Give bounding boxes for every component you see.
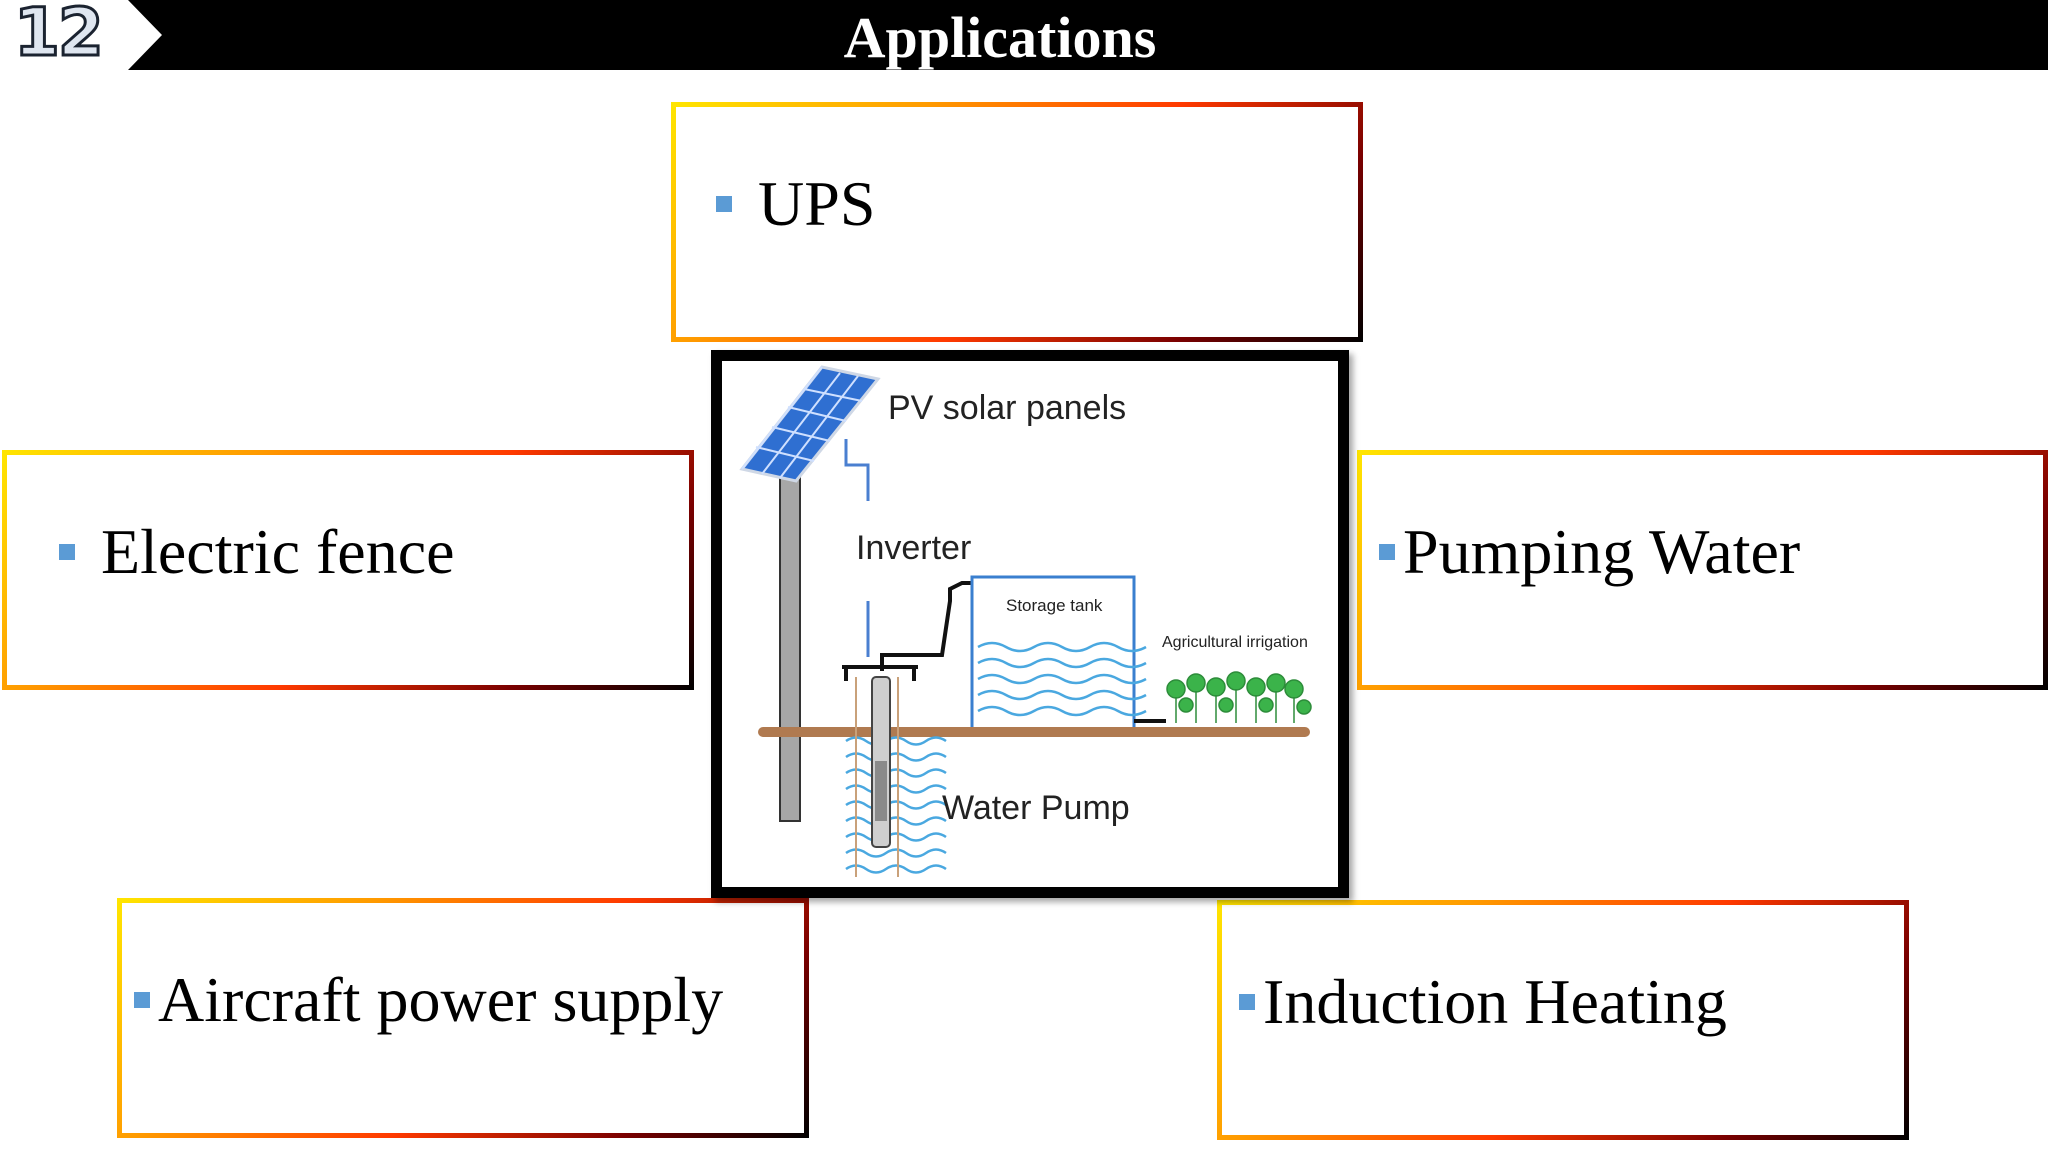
application-item: Aircraft power supply [134,963,723,1037]
label-inverter: Inverter [856,529,971,567]
application-box-pumping-water: Pumping Water [1357,450,2048,690]
header-bar: 12 Applications [0,0,2048,73]
application-label: Electric fence [101,516,455,587]
label-solar-panels: PV solar panels [888,389,1126,427]
ground-line [758,727,1310,737]
application-box-induction-heating: Induction Heating [1217,900,1909,1140]
chevron-arrow-icon [0,0,162,70]
application-item: Induction Heating [1239,965,1727,1039]
application-label: Induction Heating [1263,966,1727,1037]
wire [844,439,870,501]
application-item: UPS [716,167,875,241]
label-water-pump: Water Pump [942,789,1130,827]
application-label: Pumping Water [1403,516,1801,587]
support-pole [779,460,801,822]
page-title: Applications [843,5,1157,70]
bullet-icon [716,196,732,212]
water-pump-icon [871,676,891,848]
application-label: Aircraft power supply [158,964,724,1035]
plants-icon [1166,671,1312,723]
application-label: UPS [758,168,876,239]
application-item: Electric fence [59,515,455,589]
bullet-icon [1379,544,1395,560]
slide-number-badge: 12 [0,0,170,73]
solar-panel-icon [739,365,881,483]
bullet-icon [1239,994,1255,1010]
application-box-aircraft-power-supply: Aircraft power supply [117,898,809,1138]
solar-pump-illustration: PV solar panels Inverter Storage tank Ag… [739,365,1312,877]
label-storage-tank: Storage tank [1006,596,1103,615]
water-well-icon [842,665,947,877]
slide-number: 12 [13,0,106,73]
bullet-icon [134,992,150,1008]
storage-tank-icon [970,575,1147,731]
solar-pump-diagram: PV solar panels Inverter Storage tank Ag… [711,350,1349,898]
label-agricultural-irrigation: Agricultural irrigation [1162,634,1308,651]
application-box-electric-fence: Electric fence [2,450,694,690]
application-box-ups: UPS [671,102,1363,342]
bullet-icon [59,544,75,560]
application-item: Pumping Water [1379,515,1800,589]
pipe [880,581,978,671]
